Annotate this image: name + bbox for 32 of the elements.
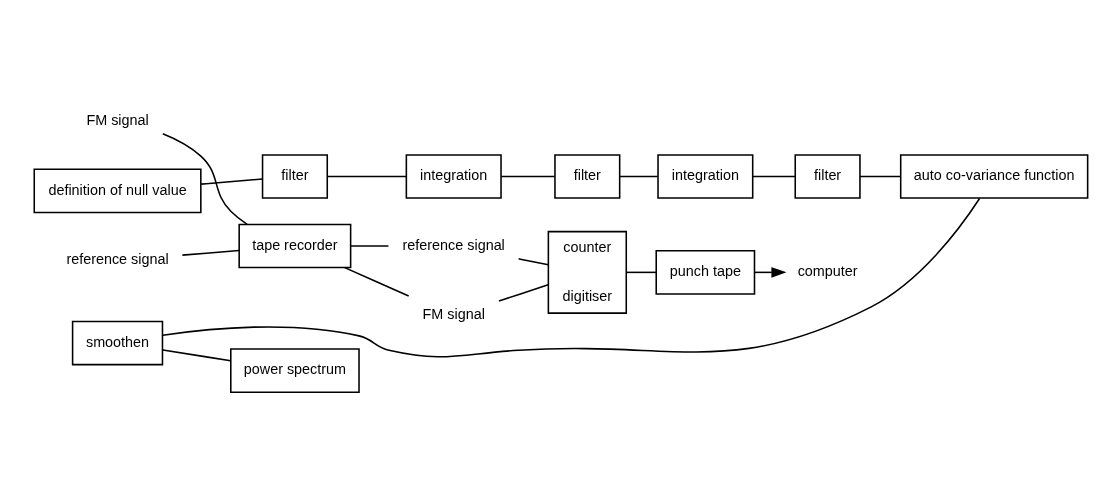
connector — [859, 175, 902, 178]
connector — [517, 258, 550, 266]
node-text: computer — [797, 263, 858, 280]
node-box: integration — [657, 154, 754, 199]
node-text: FM signal — [422, 306, 485, 323]
node-text: reference signal — [66, 251, 169, 268]
connector — [162, 349, 232, 362]
connector — [326, 175, 407, 178]
node-box: filter — [261, 154, 329, 199]
connector — [625, 271, 657, 274]
connector — [162, 133, 248, 226]
node-box: definition of null value — [33, 168, 202, 214]
connector — [200, 178, 264, 185]
connector — [350, 245, 390, 247]
node-box: tape recorder — [238, 223, 352, 269]
connector — [343, 266, 410, 297]
connector — [619, 175, 659, 178]
connector — [498, 284, 549, 302]
node-box: smoothen — [71, 320, 164, 366]
node-text: reference signal — [402, 236, 505, 253]
node-text: FM signal — [86, 112, 149, 129]
connector — [500, 175, 556, 178]
node-box: filter — [794, 154, 861, 199]
connector — [162, 197, 981, 358]
node-box: power spectrum — [230, 348, 360, 393]
node-box: filter — [554, 154, 621, 199]
node-box: counter digitiser — [547, 230, 628, 314]
node-box: punch tape — [655, 250, 756, 295]
node-box: auto co-variance function — [899, 154, 1089, 199]
connector — [752, 175, 796, 178]
connector — [181, 249, 240, 256]
node-box: integration — [405, 154, 502, 199]
